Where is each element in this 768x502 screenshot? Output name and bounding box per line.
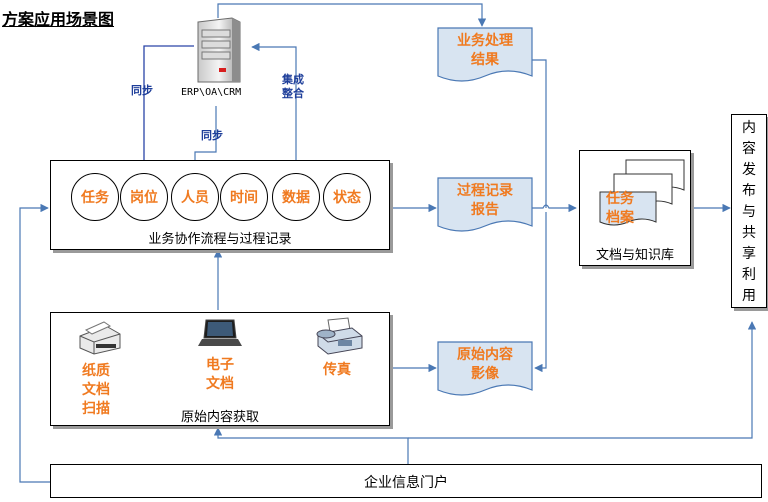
capture-caption: 原始内容获取 [180, 410, 259, 425]
arrow-result-to-library [532, 59, 547, 208]
portal-label: 企业信息门户 [364, 475, 448, 491]
server-icon [197, 17, 241, 83]
integrate-label: 集成 整合 [282, 73, 304, 100]
sync-left-label: 同步 [131, 84, 153, 97]
circle-task: 任务 [71, 173, 119, 221]
publish-text: 内 容 发 布 与 共 享 利 用 [742, 120, 756, 304]
arrow-server-to-result [217, 3, 487, 27]
arrow-portal-to-collab [19, 203, 50, 483]
arrow-portal-to-capture [213, 427, 409, 464]
sync-center-label: 同步 [201, 129, 223, 142]
laptop-icon [198, 319, 242, 346]
doc-shape-image [437, 341, 533, 396]
collab-caption: 业务协作流程与过程记录 [148, 232, 292, 247]
fax-label: 传真 [323, 362, 351, 378]
doc-stack-icon [599, 159, 685, 226]
circle-staff: 人员 [171, 173, 219, 221]
arrow-data-to-server [251, 42, 297, 174]
doc-result-text: 业务处理 结果 [457, 33, 513, 68]
doc-shape-result [437, 27, 533, 82]
circle-time: 时间 [220, 173, 268, 221]
paper-scan-label: 纸质 文档 扫描 [82, 363, 110, 417]
doc-image-text: 原始内容 影像 [457, 347, 513, 382]
doc-shape-record [437, 177, 533, 232]
circle-data: 数据 [272, 173, 320, 221]
arrow-record-to-library [532, 203, 577, 213]
fax-icon [316, 317, 363, 355]
server-label: ERP\OA\CRM [181, 87, 242, 98]
scanner-icon [79, 321, 121, 355]
publish-box [731, 114, 767, 308]
library-stack-text: 任务 档案 [606, 191, 634, 226]
library-caption: 文档与知识库 [595, 248, 674, 263]
circle-post: 岗位 [120, 173, 168, 221]
portal-box [50, 464, 762, 498]
circle-status: 状态 [323, 173, 371, 221]
doc-record-text: 过程记录 报告 [457, 183, 513, 218]
arrow-library-to-image [534, 212, 547, 373]
electronic-doc-label: 电子 文档 [206, 357, 234, 392]
arrow-server-to-post [139, 45, 194, 175]
page-title: 方案应用场景图 [2, 10, 115, 29]
arrow-portal-to-publish [408, 321, 757, 439]
